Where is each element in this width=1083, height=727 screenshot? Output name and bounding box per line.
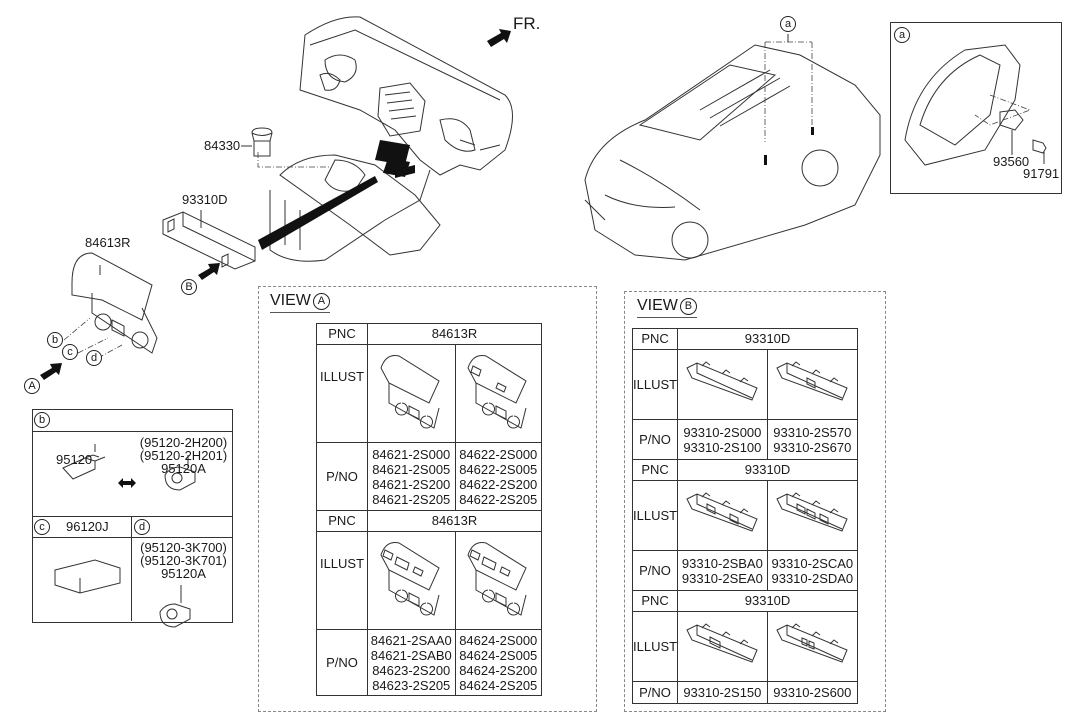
- illust-cell[interactable]: [454, 531, 542, 630]
- part-label-93310D: 93310D: [182, 192, 228, 207]
- part-number[interactable]: 93310-2S670: [773, 439, 852, 455]
- part-number[interactable]: 84623-2S200: [372, 662, 451, 678]
- switch-module-illustration: [686, 623, 759, 663]
- pno-header: P/NO: [316, 442, 368, 511]
- pnc-header: PNC: [631, 328, 679, 350]
- pno-header: P/NO: [631, 550, 679, 591]
- part-label-95120: 95120: [56, 452, 93, 467]
- part-number[interactable]: 93310-2S570: [773, 424, 852, 440]
- illust-cell[interactable]: [766, 480, 859, 551]
- pnc-header: PNC: [631, 590, 679, 612]
- part-number[interactable]: 84621-2S005: [372, 461, 451, 477]
- location-marker-b[interactable]: b: [47, 332, 63, 348]
- view-b-table: PNC 93310D ILLUST P/NO 93310-2S000 93310…: [631, 328, 859, 704]
- detail-d-marker: d: [134, 519, 150, 535]
- part-number[interactable]: 84624-2S200: [459, 662, 538, 678]
- part-number[interactable]: 93310-2S000: [683, 424, 762, 440]
- pno-header: P/NO: [316, 629, 368, 696]
- view-b-marker[interactable]: B: [181, 279, 197, 295]
- part-number[interactable]: 84622-2S200: [459, 476, 538, 492]
- part-number[interactable]: 93310-2S100: [683, 439, 762, 455]
- view-b-panel: [624, 291, 886, 712]
- switch-module-illustration: [686, 492, 759, 532]
- part-number[interactable]: 84622-2S005: [459, 461, 538, 477]
- location-marker-d[interactable]: d: [86, 350, 102, 366]
- illust-header: ILLUST: [316, 344, 368, 443]
- pnc-value: 93310D: [677, 328, 858, 350]
- pnc-value: 84613R: [367, 323, 542, 345]
- part-label-91791: 91791: [1023, 166, 1060, 181]
- part-number[interactable]: 84624-2S000: [459, 632, 538, 648]
- detail-a-marker: a: [894, 27, 910, 43]
- part-label-96120J: 96120J: [66, 519, 109, 534]
- part-label-93560: 93560: [993, 154, 1030, 169]
- cover-panel-illustration: [380, 542, 440, 616]
- car-location-marker-a[interactable]: a: [780, 16, 796, 32]
- pnc-value: 84613R: [367, 510, 542, 532]
- part-number[interactable]: 93310-2SDA0: [771, 570, 854, 586]
- detail-a-box: [890, 22, 1062, 194]
- pno-header: P/NO: [631, 681, 679, 704]
- part-label-84330: 84330: [204, 138, 241, 153]
- location-marker-c[interactable]: c: [62, 344, 78, 360]
- part-number[interactable]: 93310-2SBA0: [681, 555, 763, 571]
- part-number[interactable]: 84621-2S205: [372, 491, 451, 507]
- part-label-95120-2H201: (95120-2H201): [139, 448, 228, 463]
- part-number[interactable]: 84622-2S205: [459, 491, 538, 507]
- cover-panel-illustration: [467, 355, 527, 429]
- part-number[interactable]: 84622-2S000: [459, 446, 538, 462]
- part-number[interactable]: 84624-2S205: [459, 677, 538, 693]
- cover-panel-illustration: [380, 355, 440, 429]
- front-direction-label: FR.: [513, 14, 541, 33]
- switch-module-illustration: [776, 361, 848, 401]
- part-label-84613R: 84613R: [85, 235, 131, 250]
- view-a-title-marker: A: [312, 293, 330, 310]
- illust-cell[interactable]: [367, 531, 456, 630]
- part-label-95120A-d: 95120A: [161, 566, 206, 581]
- part-label-95120-3K700: (95120-3K700): [140, 540, 227, 555]
- part-label-95120-3K701: (95120-3K701): [140, 553, 227, 568]
- cover-panel-illustration: [467, 542, 527, 616]
- part-number[interactable]: 84621-2SAA0: [370, 632, 452, 648]
- view-b-title-marker: B: [679, 298, 697, 315]
- pnc-header: PNC: [316, 510, 368, 532]
- illust-cell[interactable]: [766, 349, 859, 420]
- switch-module-illustration: [776, 623, 848, 663]
- switch-module-illustration: [686, 361, 759, 401]
- part-number[interactable]: 84624-2S005: [459, 647, 538, 663]
- view-a-panel: [258, 286, 597, 712]
- pnc-value: 93310D: [677, 459, 858, 481]
- part-number[interactable]: 93310-2S600: [766, 681, 859, 704]
- illust-cell[interactable]: [367, 344, 456, 443]
- part-number[interactable]: 93310-2S150: [677, 681, 768, 704]
- part-number[interactable]: 93310-2SCA0: [771, 555, 854, 571]
- pnc-header: PNC: [631, 459, 679, 481]
- detail-c-marker: c: [34, 519, 50, 535]
- part-label-95120-2H200: (95120-2H200): [139, 435, 228, 450]
- illust-cell[interactable]: [454, 344, 542, 443]
- illust-cell[interactable]: [677, 349, 768, 420]
- illust-cell[interactable]: [766, 611, 859, 682]
- pnc-header: PNC: [316, 323, 368, 345]
- part-number[interactable]: 84623-2S205: [372, 677, 451, 693]
- view-a-table: PNC 84613R ILLUST P/NO 84621-2S000 84621…: [316, 323, 542, 696]
- switch-module-illustration: [776, 492, 848, 532]
- pno-header: P/NO: [631, 419, 679, 460]
- illust-cell[interactable]: [677, 480, 768, 551]
- part-label-95120A-b: 95120A: [161, 461, 206, 476]
- part-number[interactable]: 84621-2S200: [372, 476, 451, 492]
- part-number[interactable]: 84621-2S000: [372, 446, 451, 462]
- view-a-marker[interactable]: A: [24, 378, 40, 394]
- pnc-value: 93310D: [677, 590, 858, 612]
- part-number[interactable]: 93310-2SEA0: [681, 570, 763, 586]
- illust-header: ILLUST: [631, 349, 679, 420]
- illust-header: ILLUST: [631, 480, 679, 551]
- illust-header: ILLUST: [316, 531, 368, 630]
- part-number[interactable]: 84621-2SAB0: [370, 647, 452, 663]
- detail-b-marker: b: [34, 412, 50, 428]
- illust-cell[interactable]: [677, 611, 768, 682]
- illust-header: ILLUST: [631, 611, 679, 682]
